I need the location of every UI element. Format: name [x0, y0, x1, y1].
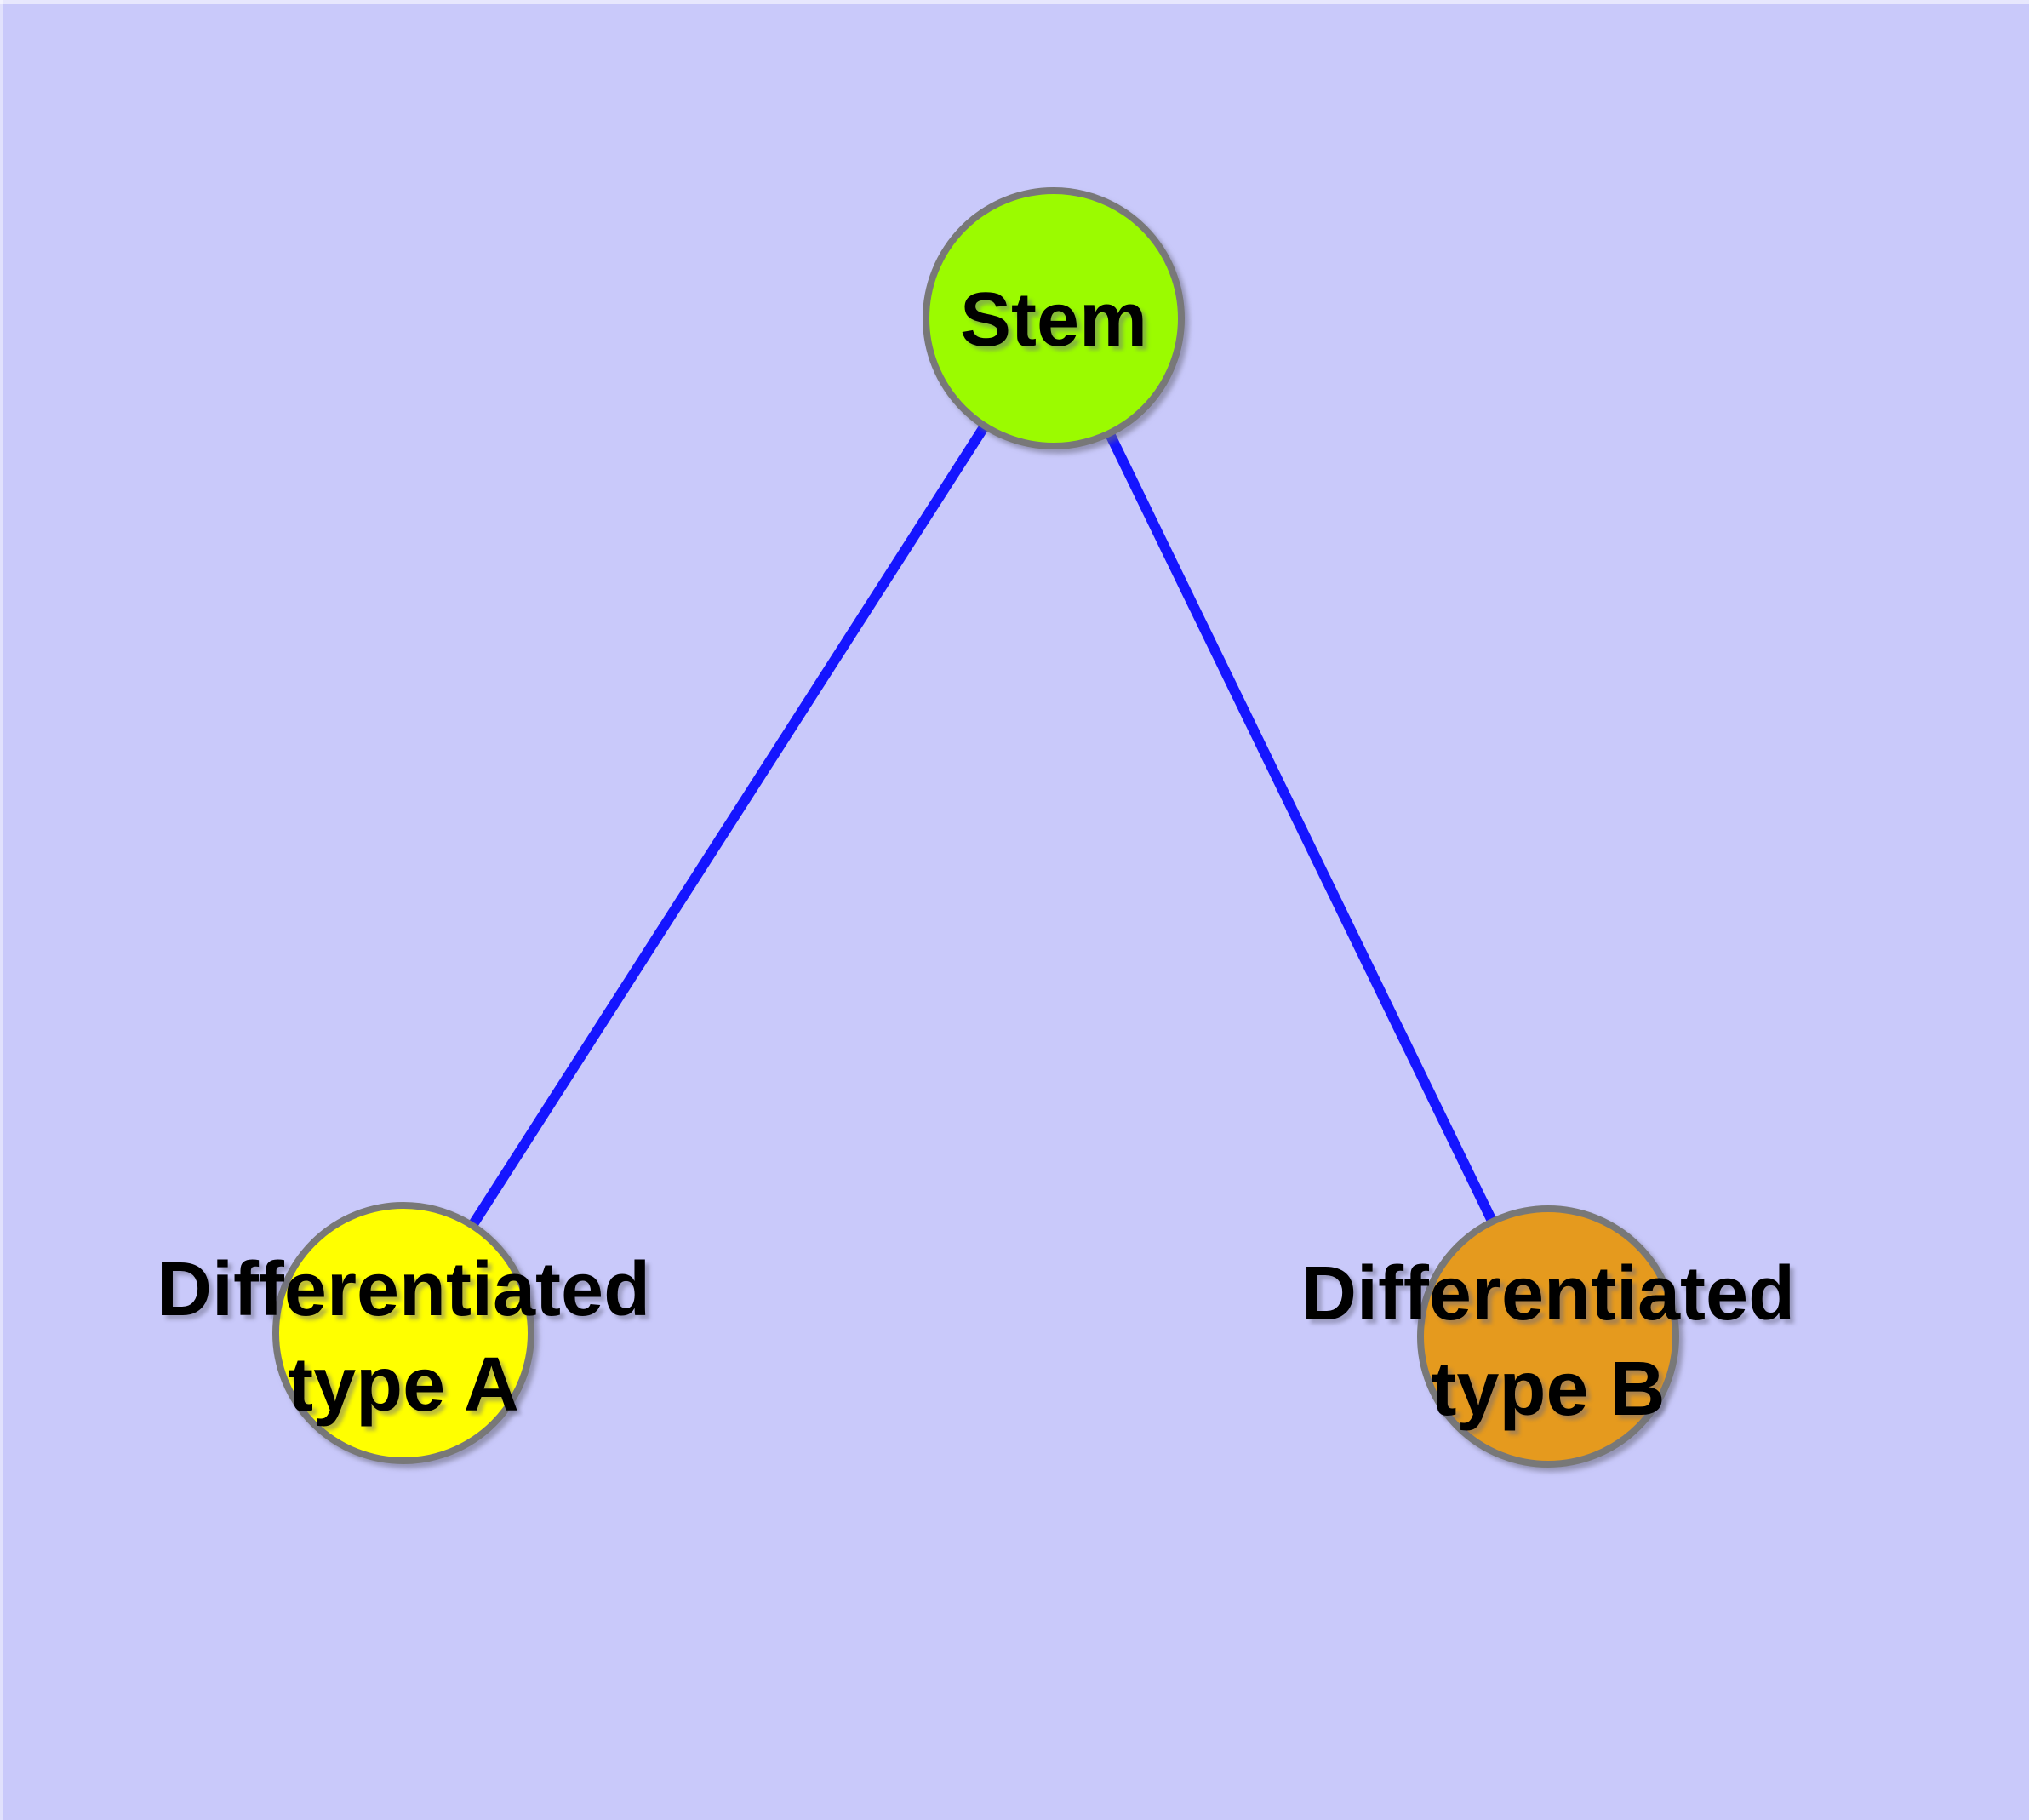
node-stem-label-line: Stem [959, 278, 1148, 363]
window-top-highlight [0, 0, 2029, 4]
node-type-a-label: Differentiated type A [157, 1242, 650, 1433]
node-type-a-label-line1: Differentiated [156, 1247, 651, 1332]
edge-stem-to-type-a [398, 315, 1059, 1336]
node-type-b-label-line2: type B [1431, 1347, 1666, 1432]
node-stem [923, 187, 1185, 449]
node-type-a [272, 1202, 534, 1464]
node-type-b-label: Differentiated type B [1301, 1246, 1795, 1437]
node-stem-label: Stem [960, 272, 1147, 368]
node-type-a-label-line2: type A [288, 1342, 519, 1428]
edge-stem-to-type-b [1049, 316, 1553, 1339]
node-type-b-label-line1: Differentiated [1300, 1251, 1796, 1336]
window-left-highlight [0, 0, 3, 1820]
node-type-b [1417, 1205, 1679, 1468]
